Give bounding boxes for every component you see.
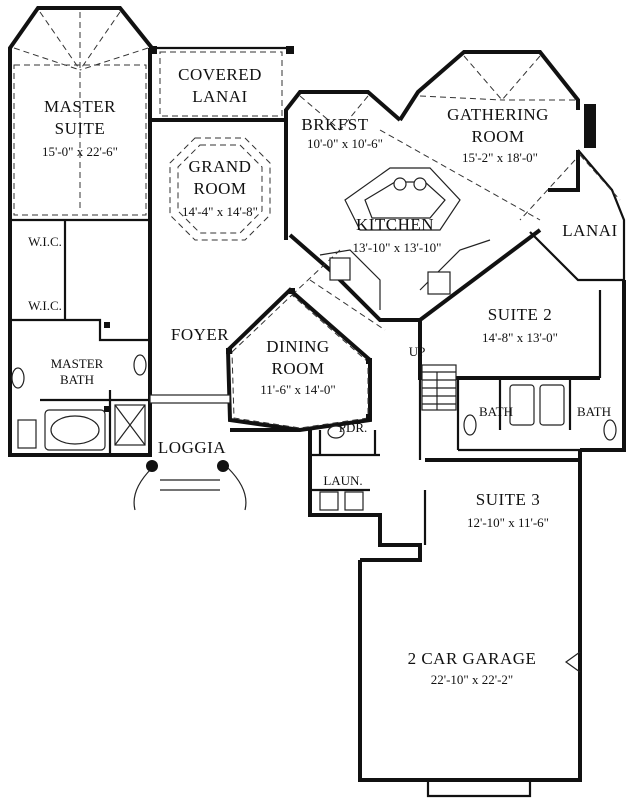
room-dims-grand-room: 14'-4" x 14'-8" xyxy=(182,204,258,219)
room-name-bath-2: BATH xyxy=(577,404,611,419)
room-name-covered-lanai-1: COVERED xyxy=(178,65,262,84)
room-name-covered-lanai-2: LANAI xyxy=(192,87,247,106)
room-name-brkfst: BRKFST xyxy=(301,115,368,134)
room-dims-brkfst: 10'-0" x 10'-6" xyxy=(307,136,383,151)
room-name-laun: LAUN. xyxy=(323,473,362,488)
room-name-wic-upper: W.I.C. xyxy=(28,234,62,249)
room-dims-gathering-room: 15'-2" x 18'-0" xyxy=(462,150,538,165)
room-name-loggia: LOGGIA xyxy=(158,438,226,457)
room-dims-suite-3: 12'-10" x 11'-6" xyxy=(467,515,549,530)
room-dims-suite-2: 14'-8" x 13'-0" xyxy=(482,330,558,345)
interior-walls xyxy=(8,48,602,545)
room-dims-dining-room: 11'-6" x 14'-0" xyxy=(260,382,335,397)
room-name-gathering-room-2: ROOM xyxy=(471,127,524,146)
room-dims-kitchen: 13'-10" x 13'-10" xyxy=(353,240,442,255)
room-name-grand-room-1: GRAND xyxy=(189,157,252,176)
room-name-master-bath-1: MASTER xyxy=(51,356,104,371)
room-name-foyer: FOYER xyxy=(171,325,229,344)
room-dims-master-suite: 15'-0" x 22'-6" xyxy=(42,144,118,159)
fixtures xyxy=(11,167,617,673)
room-name-dining-room-1: DINING xyxy=(266,337,329,356)
room-name-pdr: PDR. xyxy=(339,420,368,435)
room-name-grand-room-2: ROOM xyxy=(193,179,246,198)
room-name-suite-2: SUITE 2 xyxy=(488,305,552,324)
room-name-garage: 2 CAR GARAGE xyxy=(408,649,537,668)
room-name-master-suite-2: SUITE xyxy=(55,119,106,138)
room-name-gathering-room-1: GATHERING xyxy=(447,105,549,124)
room-name-suite-3: SUITE 3 xyxy=(476,490,540,509)
room-name-kitchen: KITCHEN xyxy=(356,215,434,234)
room-labels: MASTER SUITE 15'-0" x 22'-6" COVERED LAN… xyxy=(28,65,617,687)
stairs-up-label: UP xyxy=(409,344,426,359)
room-name-master-suite-1: MASTER xyxy=(44,97,116,116)
room-dims-garage: 22'-10" x 22'-2" xyxy=(431,672,513,687)
room-name-dining-room-2: ROOM xyxy=(271,359,324,378)
room-name-lanai: LANAI xyxy=(562,221,617,240)
room-name-bath-1: BATH xyxy=(479,404,513,419)
room-name-master-bath-2: BATH xyxy=(60,372,94,387)
room-name-wic-lower: W.I.C. xyxy=(28,298,62,313)
